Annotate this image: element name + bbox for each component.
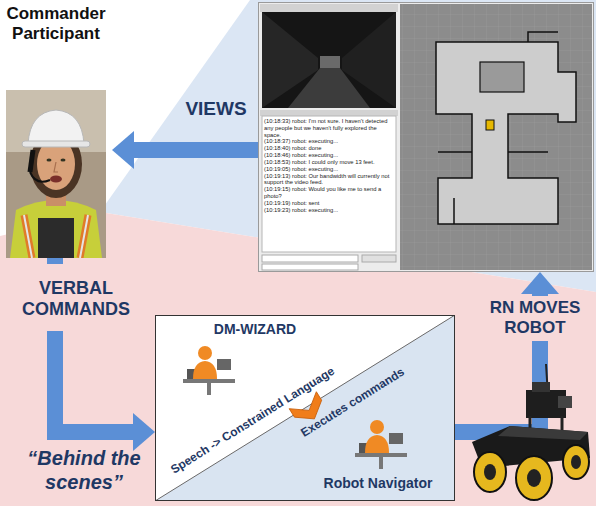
- flow-arrow: [455, 272, 559, 432]
- interface-screenshot-art: [258, 2, 594, 272]
- navigator-icon: [355, 420, 407, 469]
- map-pane: [400, 4, 592, 270]
- flow-arrow: [112, 131, 258, 169]
- node-text: Speech -> Constrained Language: [169, 365, 338, 478]
- chat-line: (10:19:15) robot: Would you like me to s…: [264, 186, 394, 200]
- commander-photo-art: [6, 90, 106, 258]
- robot-illustration: [470, 362, 594, 502]
- chat-line: (10:18:33) robot: I'm not sure. I haven'…: [264, 118, 394, 138]
- chat-line: (10:19:05) robot: executing...: [264, 166, 394, 173]
- chat-pane: [262, 116, 396, 252]
- robot-marker: [486, 120, 494, 130]
- node-text: Executes commands: [299, 366, 408, 441]
- wizard-icon: [183, 346, 235, 395]
- chat-line: (10:19:13) robot: Our bandwidth will cur…: [264, 173, 394, 187]
- chat-line: (10:18:40) robot: done: [264, 145, 394, 152]
- arrow-head: [133, 413, 155, 451]
- commander-photo: Commander Participant: [0, 4, 112, 258]
- arrow-label: VIEWS: [176, 98, 256, 120]
- arrow-label: VERBAL COMMANDS: [12, 264, 140, 331]
- chat-line: (10:19:19) robot: sent: [264, 200, 394, 207]
- interface-screenshot: (10:18:33) robot: I'm not sure. I haven'…: [258, 2, 594, 272]
- node-text: Robot Navigator: [305, 475, 451, 491]
- behind-scenes-box: DM-WIZARD Speech -> Constrained LanguageE…: [155, 315, 455, 501]
- chat-log: (10:18:33) robot: I'm not sure. I haven'…: [264, 118, 394, 214]
- handoff-chevron: [289, 392, 328, 428]
- arrow-label: RN MOVES ROBOT: [474, 296, 596, 341]
- annotation: “Behind the scenes”: [14, 446, 154, 494]
- behind-scenes-art: [155, 315, 455, 501]
- chat-line: (10:18:46) robot: executing...: [264, 152, 394, 159]
- arrow-body: [55, 258, 134, 432]
- arrow-body: [133, 142, 258, 158]
- chat-line: (10:18:53) robot: I could only move 13 f…: [264, 159, 394, 166]
- video-feed: [262, 12, 396, 108]
- chat-line: (10:19:23) robot: executing...: [264, 207, 394, 214]
- flow-arrow: [55, 258, 155, 451]
- node-text: Commander Participant: [0, 4, 112, 43]
- robot-wheels: [474, 445, 589, 500]
- arrow-head: [521, 272, 559, 294]
- command-band: [0, 212, 596, 506]
- arrow-body: [455, 293, 540, 432]
- chat-line: (10:18:37) robot: executing...: [264, 138, 394, 145]
- node-text: DM-WIZARD: [185, 321, 325, 337]
- arrow-head: [112, 131, 134, 169]
